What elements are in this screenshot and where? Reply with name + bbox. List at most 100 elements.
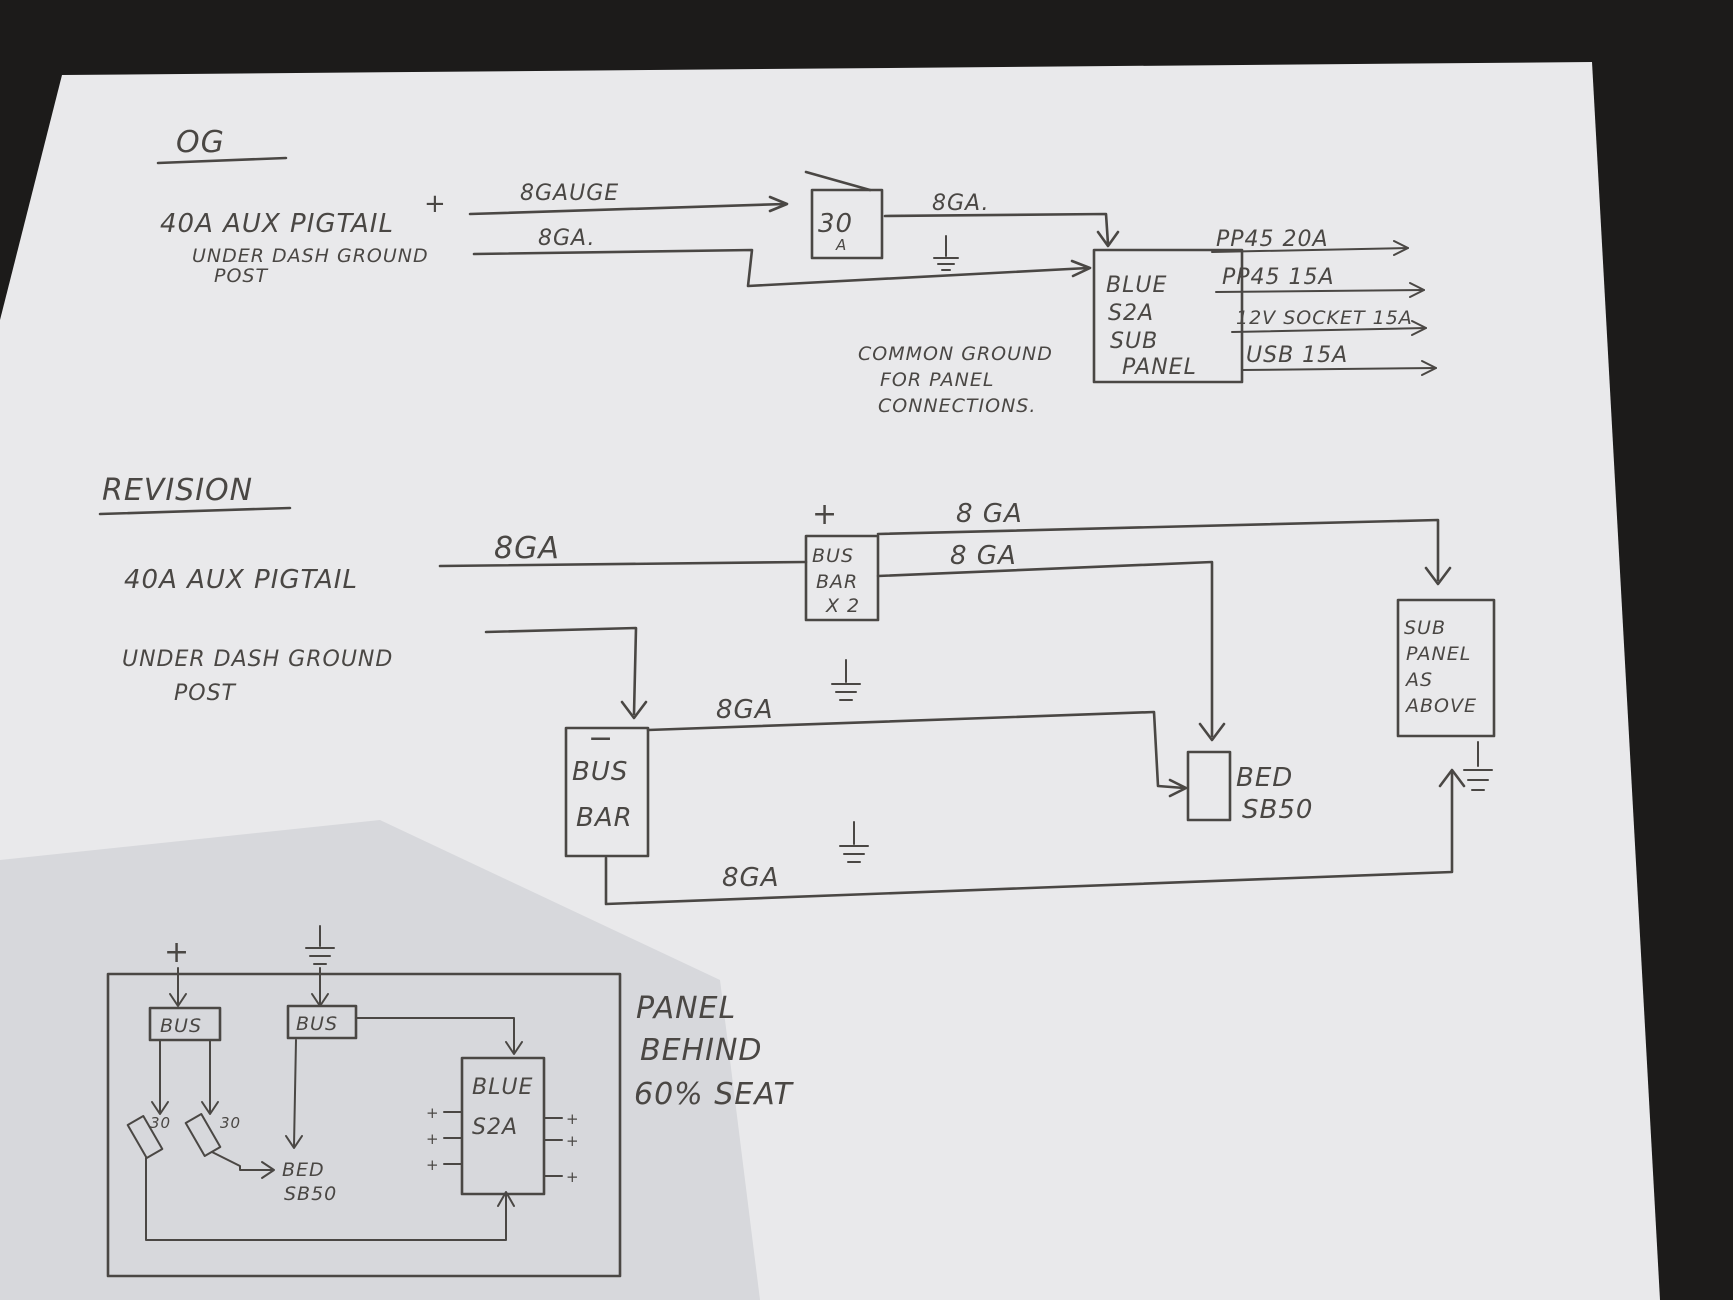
- og-output-2-arrow: [1409, 282, 1425, 298]
- revision-neg-bus-minus: −: [588, 721, 614, 756]
- revision-wire-neg-2-arrow: [1438, 768, 1466, 788]
- og-output-4-line: [1241, 367, 1437, 371]
- revision-heading: REVISION: [102, 473, 253, 508]
- og-wire-positive: [468, 202, 787, 216]
- revision-wire-pos-2-label: 8 GA: [950, 541, 1017, 571]
- revision-pos-bus-plus: +: [812, 497, 838, 532]
- og-wire-positive-arrow: [768, 195, 789, 213]
- og-wire-to-panel-arrow: [1096, 230, 1120, 248]
- svg-text:+: +: [566, 1168, 580, 1186]
- revision-neg-bus-line-2: BAR: [576, 803, 633, 833]
- panel-bed-line-1: BED: [282, 1159, 325, 1181]
- revision-neg-bus-line-1: BUS: [572, 757, 628, 787]
- revision-wire-pos-1-label: 8 GA: [956, 499, 1023, 529]
- panel-bus-right-label: BUS: [296, 1013, 338, 1035]
- revision-wire-neg-1: [646, 710, 1186, 790]
- og-ground-symbol: [933, 235, 959, 271]
- og-panel-line-3: SUB: [1110, 329, 1158, 354]
- og-wire-to-panel: [883, 212, 1110, 246]
- og-common-ground-1: COMMON GROUND: [858, 343, 1053, 365]
- panel-section: PANEL BEHIND 60% SEAT + BUS BUS 30 30: [106, 925, 795, 1278]
- og-output-3: 12V SOCKET 15A: [1236, 307, 1413, 329]
- og-subpanel-box: [1092, 248, 1244, 384]
- og-output-4: USB 15A: [1246, 343, 1348, 368]
- revision-ground-symbol-1: [831, 659, 861, 701]
- panel-wire-bus-bed-arrow: [285, 1135, 303, 1149]
- og-wire-bottom-label: 8GA.: [538, 226, 596, 251]
- panel-breaker-1: [126, 1115, 164, 1159]
- og-output-3-line: [1231, 327, 1427, 333]
- og-output-3-arrow: [1411, 320, 1427, 336]
- panel-wire-breaker-blue: [145, 1157, 507, 1241]
- panel-wire-bus-blue-arrow: [505, 1041, 523, 1055]
- revision-ground-symbol-2: [839, 821, 869, 863]
- og-breaker-lid: [804, 170, 872, 192]
- panel-ground-symbol: [305, 925, 335, 965]
- og-output-4-arrow: [1421, 360, 1437, 376]
- og-ground-label-2: POST: [214, 265, 268, 287]
- revision-subpanel-line-3: AS: [1404, 669, 1433, 691]
- og-breaker-value: 30: [818, 209, 853, 239]
- og-heading-underline: [156, 156, 288, 165]
- og-output-2: PP45 15A: [1222, 265, 1335, 290]
- panel-wire-bus-breaker-2-arrow: [201, 1101, 219, 1115]
- revision-heading-underline: [98, 506, 292, 516]
- revision-bed-line-2: SB50: [1242, 795, 1313, 825]
- panel-wire-bus-blue: [355, 1017, 515, 1053]
- og-ground-label-1: UNDER DASH GROUND: [192, 245, 429, 267]
- revision-wire-neg-2-label: 8GA: [722, 863, 779, 893]
- revision-wire-neg-2: [604, 770, 1454, 906]
- revision-source-label: 40A AUX PIGTAIL: [124, 565, 358, 595]
- revision-wire-pos-1: [876, 518, 1440, 582]
- revision-wire-pos-2-arrow: [1198, 722, 1226, 742]
- svg-text:+: +: [566, 1110, 580, 1128]
- panel-title-line-2: BEHIND: [640, 1033, 762, 1068]
- panel-bus-right-box: [286, 1004, 358, 1040]
- og-common-ground-3: CONNECTIONS.: [878, 395, 1036, 417]
- panel-wire-bus-breaker-1-arrow: [151, 1101, 169, 1115]
- og-wire-ground-arrow: [1070, 259, 1092, 278]
- revision-neg-bus-box: [564, 726, 650, 858]
- panel-plus-arrow: [169, 993, 187, 1007]
- revision-subpanel-box: [1396, 598, 1496, 738]
- panel-blue-input-stubs: + + +: [426, 1104, 463, 1174]
- panel-breaker-1-label: 30: [150, 1114, 171, 1132]
- panel-bus-left-label: BUS: [160, 1015, 202, 1037]
- revision-wire-pos-2: [876, 560, 1214, 738]
- revision-pos-bus-line-2: BAR: [816, 571, 858, 593]
- panel-wire-breaker-blue-arrow: [497, 1191, 515, 1207]
- panel-wire-breaker-bed-arrow: [261, 1161, 275, 1179]
- og-wire-ground: [472, 248, 1090, 288]
- revision-wire-ground-post-arrow: [620, 700, 648, 720]
- og-panel-line-1: BLUE: [1106, 273, 1167, 298]
- panel-breaker-2-label: 30: [220, 1114, 241, 1132]
- og-breaker-box: [810, 188, 884, 260]
- revision-section: REVISION 40A AUX PIGTAIL UNDER DASH GROU…: [98, 473, 1496, 906]
- panel-plus-symbol: +: [164, 935, 190, 970]
- panel-blue-output-stubs: + + +: [543, 1110, 580, 1186]
- og-wire-to-panel-label: 8GA.: [932, 191, 990, 216]
- revision-ground-label-1: UNDER DASH GROUND: [122, 647, 393, 672]
- revision-bed-line-1: BED: [1236, 763, 1293, 793]
- paper-shadow: [0, 820, 760, 1300]
- og-output-1-arrow: [1393, 240, 1409, 256]
- panel-wire-breaker-bed: [211, 1151, 273, 1171]
- og-breaker-unit: A: [835, 236, 847, 254]
- panel-title-line-3: 60% SEAT: [634, 1077, 795, 1112]
- revision-pos-bus-line-1: BUS: [812, 545, 854, 567]
- og-common-ground-2: FOR PANEL: [880, 369, 994, 391]
- svg-text:+: +: [426, 1156, 440, 1174]
- revision-wire-source: [438, 560, 808, 568]
- revision-wire-neg-1-arrow: [1168, 778, 1188, 798]
- revision-bed-connector: [1186, 750, 1232, 822]
- panel-outline: [106, 972, 622, 1278]
- og-source-plus: +: [424, 189, 447, 219]
- og-heading: OG: [176, 125, 225, 160]
- svg-text:+: +: [426, 1130, 440, 1148]
- revision-ground-symbol-3: [1463, 741, 1493, 791]
- panel-title-line-1: PANEL: [636, 991, 736, 1026]
- og-output-1-line: [1211, 247, 1409, 253]
- revision-pos-bus-line-3: X 2: [825, 595, 860, 617]
- svg-text:+: +: [426, 1104, 440, 1122]
